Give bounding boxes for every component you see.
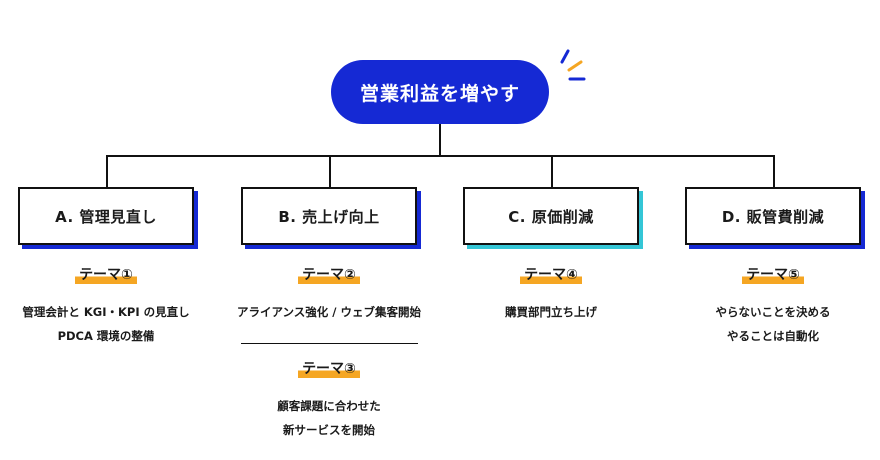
branch-c-box: C. 原価削減 [463,187,639,245]
branch-d-label: D. 販管費削減 [721,207,825,226]
theme-1-title: テーマ① [18,266,194,284]
connector-d [773,155,775,187]
theme-5-description: やらないことを決める やることは自動化 [668,300,878,348]
theme-1-line-2: PDCA 環境の整備 [57,329,155,343]
branch-a-box: A. 管理見直し [18,187,194,245]
theme-5-line-1: やらないことを決める [715,305,831,319]
root-label: 営業利益を増やす [359,82,520,105]
theme-4-description: 購買部門立ち上げ [446,300,656,324]
divider [241,343,418,344]
theme-5-title: テーマ⑤ [685,266,861,284]
connector-horizontal [106,155,774,157]
theme-3-description: 顧客課題に合わせた 新サービスを開始 [224,394,434,442]
theme-2-line-1: アライアンス強化 / ウェブ集客開始 [236,305,422,319]
theme-3-line-2: 新サービスを開始 [283,423,375,437]
theme-1-description: 管理会計と KGI・KPI の見直し PDCA 環境の整備 [1,300,211,348]
theme-3-line-1: 顧客課題に合わせた [277,399,381,413]
branch-b-label: B. 売上げ向上 [278,207,380,226]
theme-3-title: テーマ③ [241,360,417,378]
theme-4-line-1: 購買部門立ち上げ [505,305,597,319]
theme-1-line-1: 管理会計と KGI・KPI の見直し [22,305,190,319]
connector-a [106,155,108,187]
branch-a-label: A. 管理見直し [55,207,157,226]
theme-5-line-2: やることは自動化 [727,329,819,343]
theme-4-title: テーマ④ [463,266,639,284]
sparkle-icon [560,49,586,81]
root-node: 営業利益を増やす [331,60,549,124]
theme-2-description: アライアンス強化 / ウェブ集客開始 [224,300,434,324]
connector-b [329,155,331,187]
connector-root-vertical [439,124,441,156]
theme-2-title: テーマ② [241,266,417,284]
branch-c-label: C. 原価削減 [508,207,594,226]
connector-c [551,155,553,187]
branch-b-box: B. 売上げ向上 [241,187,417,245]
branch-d-box: D. 販管費削減 [685,187,861,245]
